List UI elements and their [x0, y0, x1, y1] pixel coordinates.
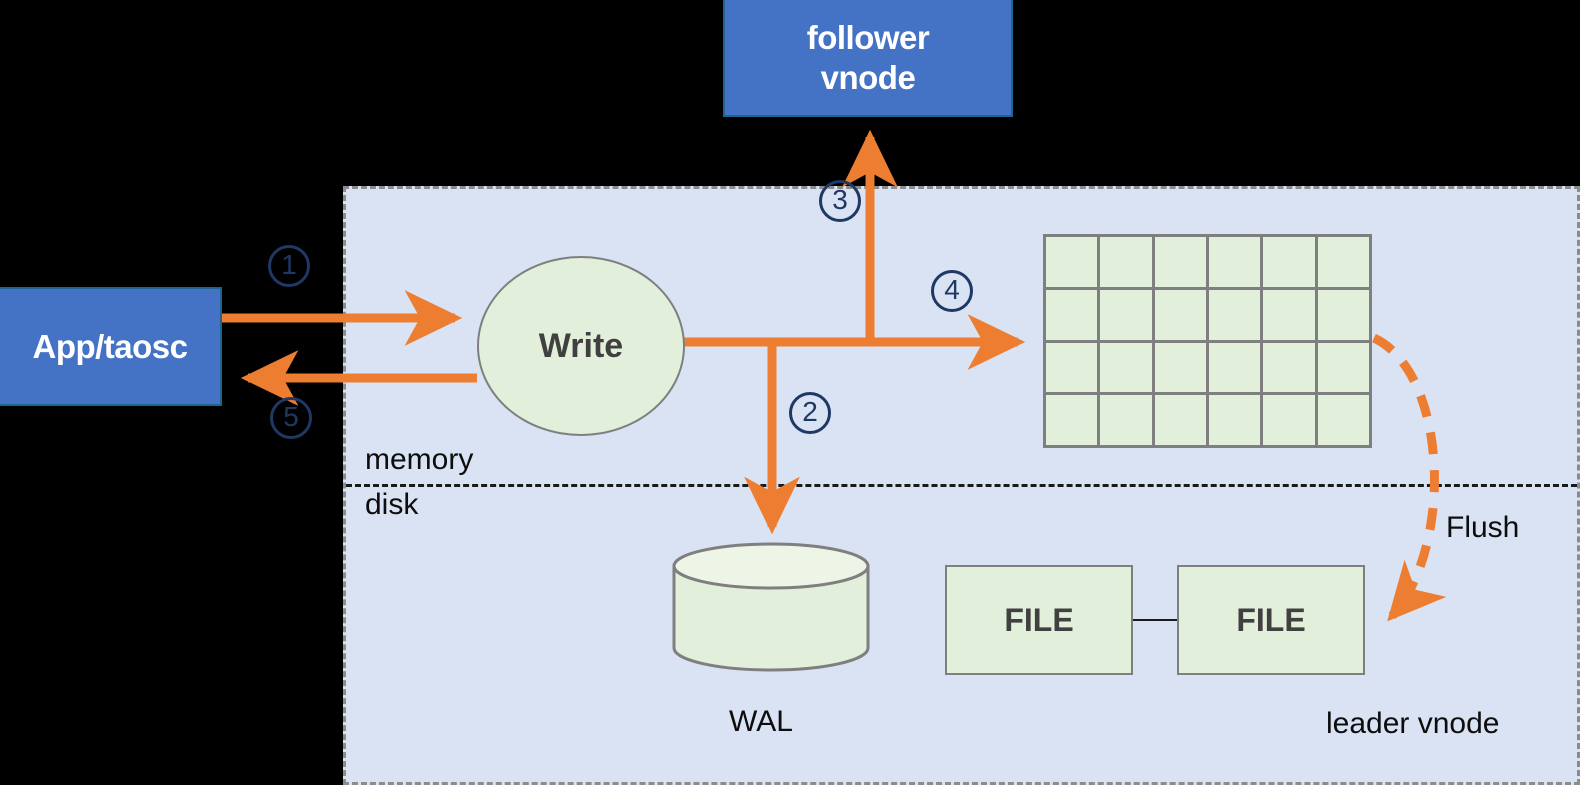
memtable-cell — [1263, 342, 1318, 396]
step-number-4: 4 — [931, 270, 973, 312]
memtable-cell — [1208, 237, 1264, 290]
file-box-1-label: FILE — [1004, 601, 1074, 638]
app-taosc-label: App/taosc — [32, 327, 188, 365]
file-link-connector — [1133, 619, 1177, 621]
memtable-cell — [1263, 289, 1318, 343]
step-number-2: 2 — [789, 392, 831, 434]
wal-label: WAL — [729, 705, 793, 738]
memtable-cell — [1317, 289, 1372, 343]
memtable-cell — [1046, 237, 1101, 290]
memory-label: memory — [365, 443, 474, 476]
flush-label: Flush — [1446, 511, 1520, 544]
file-box-2[interactable]: FILE — [1177, 565, 1365, 675]
memtable-cell — [1100, 237, 1155, 290]
memtable-cell — [1100, 342, 1155, 396]
memtable-cell — [1100, 395, 1155, 448]
file-box-2-label: FILE — [1236, 601, 1306, 638]
disk-label: disk — [365, 488, 419, 521]
memtable-grid[interactable] — [1043, 234, 1372, 448]
memtable-cell — [1263, 237, 1318, 290]
memtable-cell — [1317, 237, 1372, 290]
memtable-cell — [1317, 395, 1372, 448]
app-taosc-node[interactable]: App/taosc — [0, 287, 222, 406]
memtable-cell — [1208, 395, 1264, 448]
write-node[interactable]: Write — [477, 256, 685, 436]
write-label: Write — [538, 326, 624, 365]
follower-vnode-node[interactable]: follower vnode — [723, 0, 1013, 117]
memtable-cell — [1317, 342, 1372, 396]
file-box-1[interactable]: FILE — [945, 565, 1133, 675]
memtable-cell — [1208, 342, 1264, 396]
follower-vnode-label-line2: vnode — [820, 58, 916, 96]
memtable-cell — [1046, 395, 1101, 448]
wal-cylinder[interactable] — [672, 542, 870, 672]
step-number-3: 3 — [819, 180, 861, 222]
memtable-cell — [1100, 289, 1155, 343]
memory-disk-divider — [346, 484, 1577, 487]
memtable-cell — [1208, 289, 1264, 343]
memtable-cell — [1154, 395, 1209, 448]
memtable-cell — [1046, 289, 1101, 343]
step-number-1: 1 — [268, 245, 310, 287]
follower-vnode-label: follower vnode — [807, 18, 930, 97]
follower-vnode-label-line1: follower — [806, 18, 930, 56]
step-number-5: 5 — [270, 397, 312, 439]
memtable-cell — [1046, 342, 1101, 396]
memtable-cell — [1263, 395, 1318, 448]
memtable-cell — [1154, 289, 1209, 343]
leader-vnode-label: leader vnode — [1326, 707, 1500, 740]
memtable-cell — [1154, 342, 1209, 396]
memtable-cell — [1154, 237, 1209, 290]
